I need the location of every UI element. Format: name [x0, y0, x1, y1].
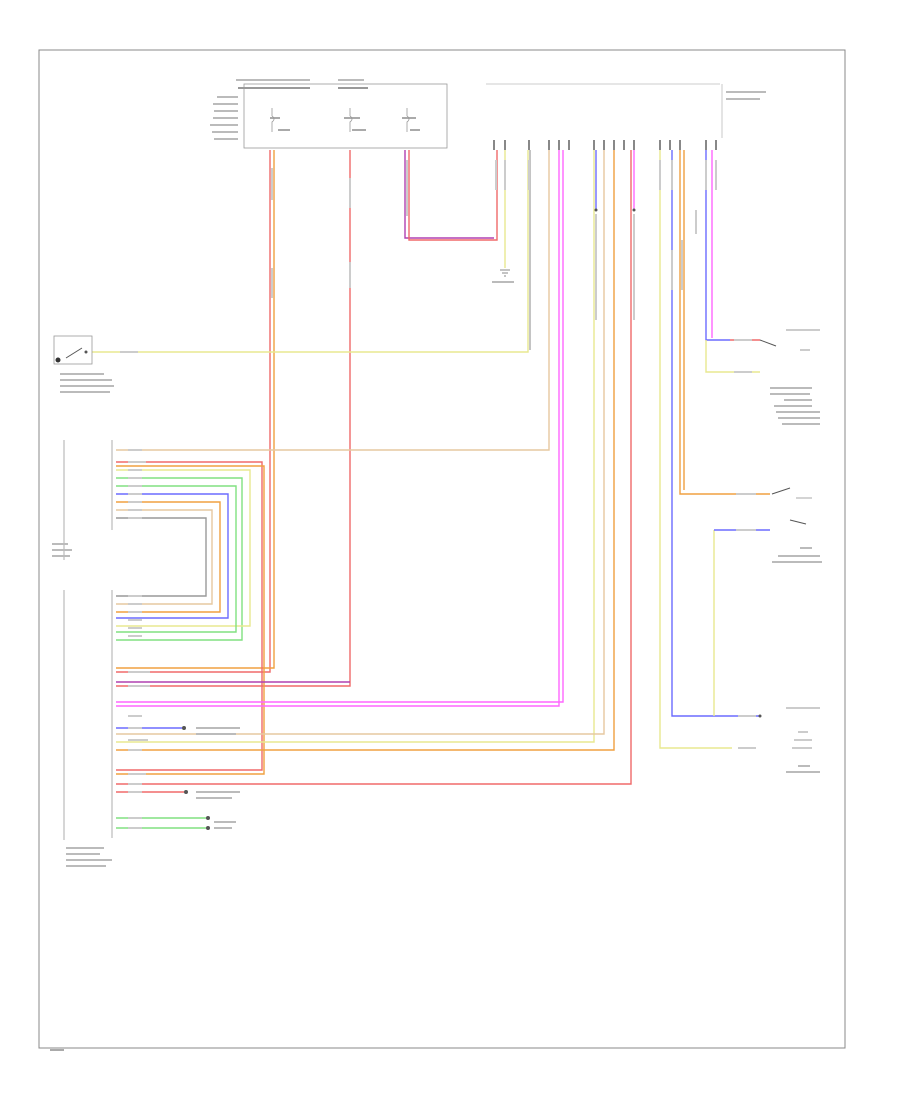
wire-pink — [116, 150, 560, 707]
wire-yellow-switch — [92, 150, 529, 353]
wire-tan-lower — [116, 150, 605, 735]
right-sensor-top — [759, 329, 820, 425]
top-connector-pins — [493, 140, 717, 150]
wire-orange-fuse1 — [116, 150, 275, 669]
wire-yellow-upper — [116, 469, 251, 627]
control-unit-top-boundary — [486, 83, 766, 138]
wire-blue-right — [671, 150, 760, 717]
wire-red-fuse1 — [116, 150, 271, 673]
fuse-symbols — [271, 108, 410, 132]
wire-purple-fuse3 — [404, 150, 494, 239]
wire-pink-2 — [116, 150, 564, 703]
wire-orange-right — [679, 150, 770, 495]
wire-yellow-sensor — [705, 340, 760, 373]
switch-component — [53, 335, 114, 393]
wire-red-fuse2 — [116, 150, 351, 687]
ground-symbol — [492, 269, 514, 283]
wire-blue-upper — [116, 493, 229, 619]
wire-red-upper — [116, 461, 263, 771]
wire-green-upper-2 — [116, 485, 237, 633]
control-unit-bracket — [52, 440, 113, 867]
connector-arrows — [182, 208, 762, 830]
fuse-box-labels — [210, 79, 420, 140]
wire-green-upper — [116, 477, 243, 641]
wire-label-marks — [120, 339, 756, 829]
wire-orange-lower — [116, 150, 615, 751]
wire-tan-upper-2 — [116, 509, 213, 605]
wire-yellow-right — [659, 150, 732, 749]
diagram-frame — [38, 49, 846, 1049]
connector-arrow-labels — [196, 727, 240, 829]
fuse-box — [243, 83, 448, 149]
wire-yellow-lower — [116, 150, 595, 743]
right-switch-middle — [771, 487, 822, 563]
wire-tan-upper-1 — [116, 150, 550, 451]
wire-orange-upper-2 — [116, 465, 265, 775]
wire-red-lower — [116, 150, 632, 785]
right-sensor-bottom — [786, 707, 820, 773]
wire-red-fuse3 — [408, 150, 498, 241]
vertical-wire-label-marks — [271, 160, 717, 320]
wire-blue-sensor — [705, 150, 730, 341]
wire-gray-upper — [116, 517, 207, 597]
wire-orange-upper — [116, 501, 221, 613]
